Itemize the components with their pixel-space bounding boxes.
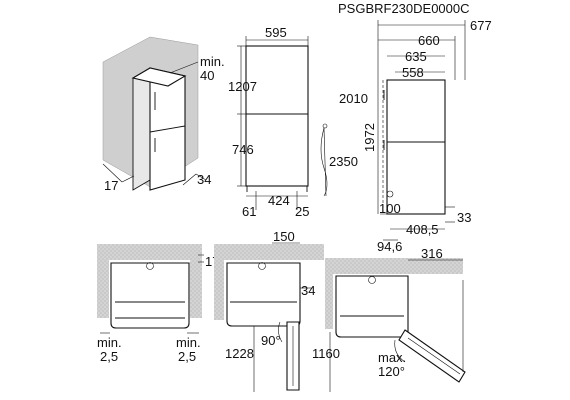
side-d946: 94,6 [377, 239, 402, 254]
top1-wall [97, 244, 202, 260]
model-number: PSGBRF230DE0000C [338, 1, 470, 16]
top1-min-right-1: min. [176, 335, 201, 350]
top1-min-left-2: 2,5 [100, 349, 118, 364]
front-upper-height: 1207 [228, 79, 257, 94]
front-width: 595 [265, 25, 287, 40]
top1-min-right-2: 2,5 [178, 349, 196, 364]
top3-max-2: 120° [378, 364, 405, 379]
top2-d34: 34 [301, 283, 315, 298]
iso-view: min. 40 17 34 [102, 36, 225, 193]
iso-door-split [149, 125, 186, 133]
side-fridge-body [386, 79, 446, 215]
top2-d1228: 1228 [225, 346, 254, 361]
top2-angle: 90° [261, 333, 281, 348]
front-lower-height: 746 [232, 142, 254, 157]
top3-max-1: max. [378, 350, 406, 365]
top3-d316: 316 [421, 246, 443, 261]
side-d33: 33 [457, 210, 471, 225]
front-foot-right: 25 [295, 204, 309, 219]
top1-min-left-1: min. [97, 335, 122, 350]
side-view: 677 660 635 558 2010 1972 100 33 408,5 9… [339, 18, 492, 254]
top-view-1: 17 min. 2,5 min. 2,5 [97, 244, 219, 364]
iso-side-right: 34 [197, 172, 211, 187]
side-d677: 677 [470, 18, 492, 33]
top3-fridge [335, 275, 409, 338]
front-total-height: 2350 [329, 154, 358, 169]
side-d660: 660 [418, 33, 440, 48]
top3-door [398, 329, 466, 383]
top2-d150: 150 [273, 229, 295, 244]
front-foot-left: 61 [242, 204, 256, 219]
top3-d1160: 1160 [312, 346, 340, 361]
top1-fridge [110, 262, 190, 329]
top-view-2: 150 34 90° 1228 [214, 229, 324, 392]
iso-side-left: 17 [104, 178, 118, 193]
side-h1972: 1972 [362, 123, 377, 152]
front-foot-span: 424 [268, 193, 290, 208]
side-h2010: 2010 [339, 91, 368, 106]
iso-top-clearance-2: 40 [200, 68, 214, 83]
side-d635: 635 [405, 49, 427, 64]
side-d4085: 408,5 [406, 222, 439, 237]
front-fridge-body [245, 45, 309, 187]
side-d558: 558 [402, 65, 424, 80]
top2-fridge [226, 262, 301, 327]
front-view: 595 1207 746 2350 61 424 25 [228, 25, 358, 219]
top-view-3: 316 1160 max. 120° [312, 246, 466, 392]
side-d100: 100 [379, 201, 401, 216]
iso-top-clearance-1: min. [200, 54, 225, 69]
